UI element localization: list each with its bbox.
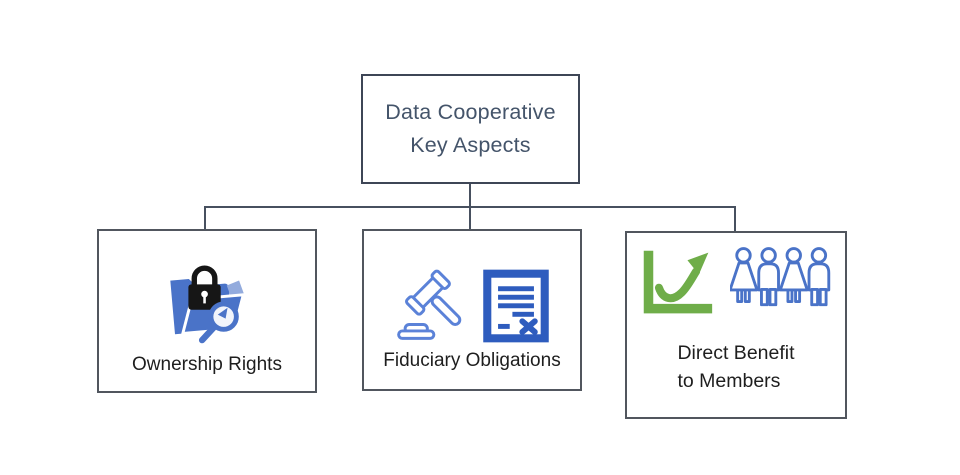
- fiduciary-obligations-label: Fiduciary Obligations: [383, 350, 561, 371]
- root-title-line1: Data Cooperative: [385, 100, 556, 124]
- connector-stem: [469, 184, 471, 208]
- gavel-icon: [397, 269, 462, 340]
- connector-drop-left: [204, 206, 206, 230]
- root-title-line2: Key Aspects: [410, 133, 531, 157]
- connector-drop-middle: [469, 206, 471, 230]
- direct-benefit-label-line2: to Members: [677, 369, 781, 392]
- contract-document-icon: [483, 269, 549, 343]
- benefit-icons: [636, 245, 836, 324]
- node-direct-benefit-to-members: Direct Benefit to Members: [625, 231, 847, 419]
- direct-benefit-label: Direct Benefit to Members: [677, 340, 794, 395]
- growth-chart-arrow-icon: [643, 250, 713, 314]
- folder-lock-search-icon: [170, 265, 246, 344]
- ownership-rights-label: Ownership Rights: [132, 354, 282, 375]
- node-ownership-rights: Ownership Rights: [97, 229, 317, 393]
- fiduciary-icons: [393, 267, 551, 343]
- direct-benefit-label-line1: Direct Benefit: [677, 342, 795, 364]
- members-people-icon: [730, 247, 831, 307]
- node-fiduciary-obligations: Fiduciary Obligations: [362, 229, 582, 391]
- root-node-data-cooperative-key-aspects: Data Cooperative Key Aspects: [361, 74, 580, 184]
- connector-drop-right: [734, 206, 736, 232]
